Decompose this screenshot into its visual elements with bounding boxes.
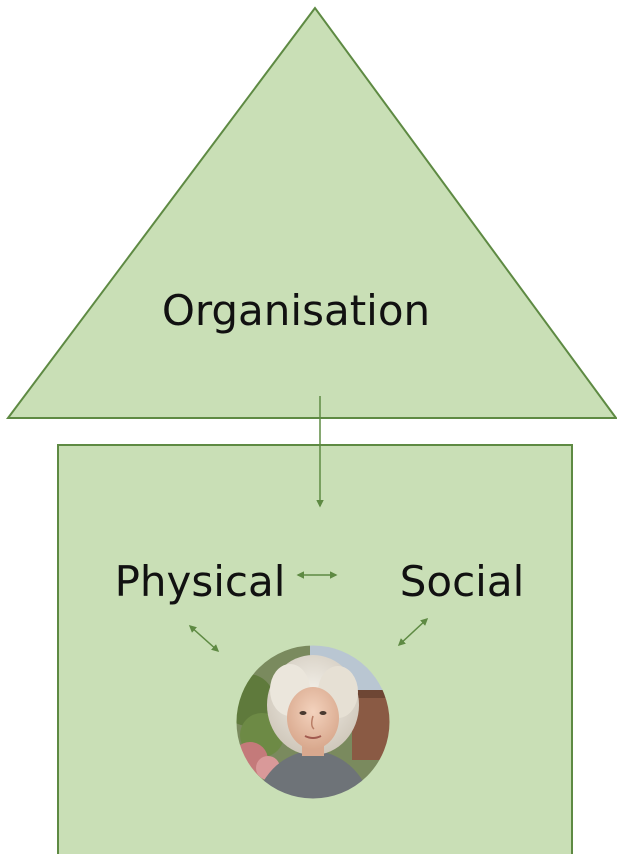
portrait-frame [235,644,391,800]
organisation-label: Organisation [162,286,430,335]
organisation-roof [6,6,617,419]
social-person-double-arrow [397,617,429,647]
physical-label: Physical [115,557,286,606]
social-label: Social [400,557,525,606]
physical-person-double-arrow [188,625,220,652]
